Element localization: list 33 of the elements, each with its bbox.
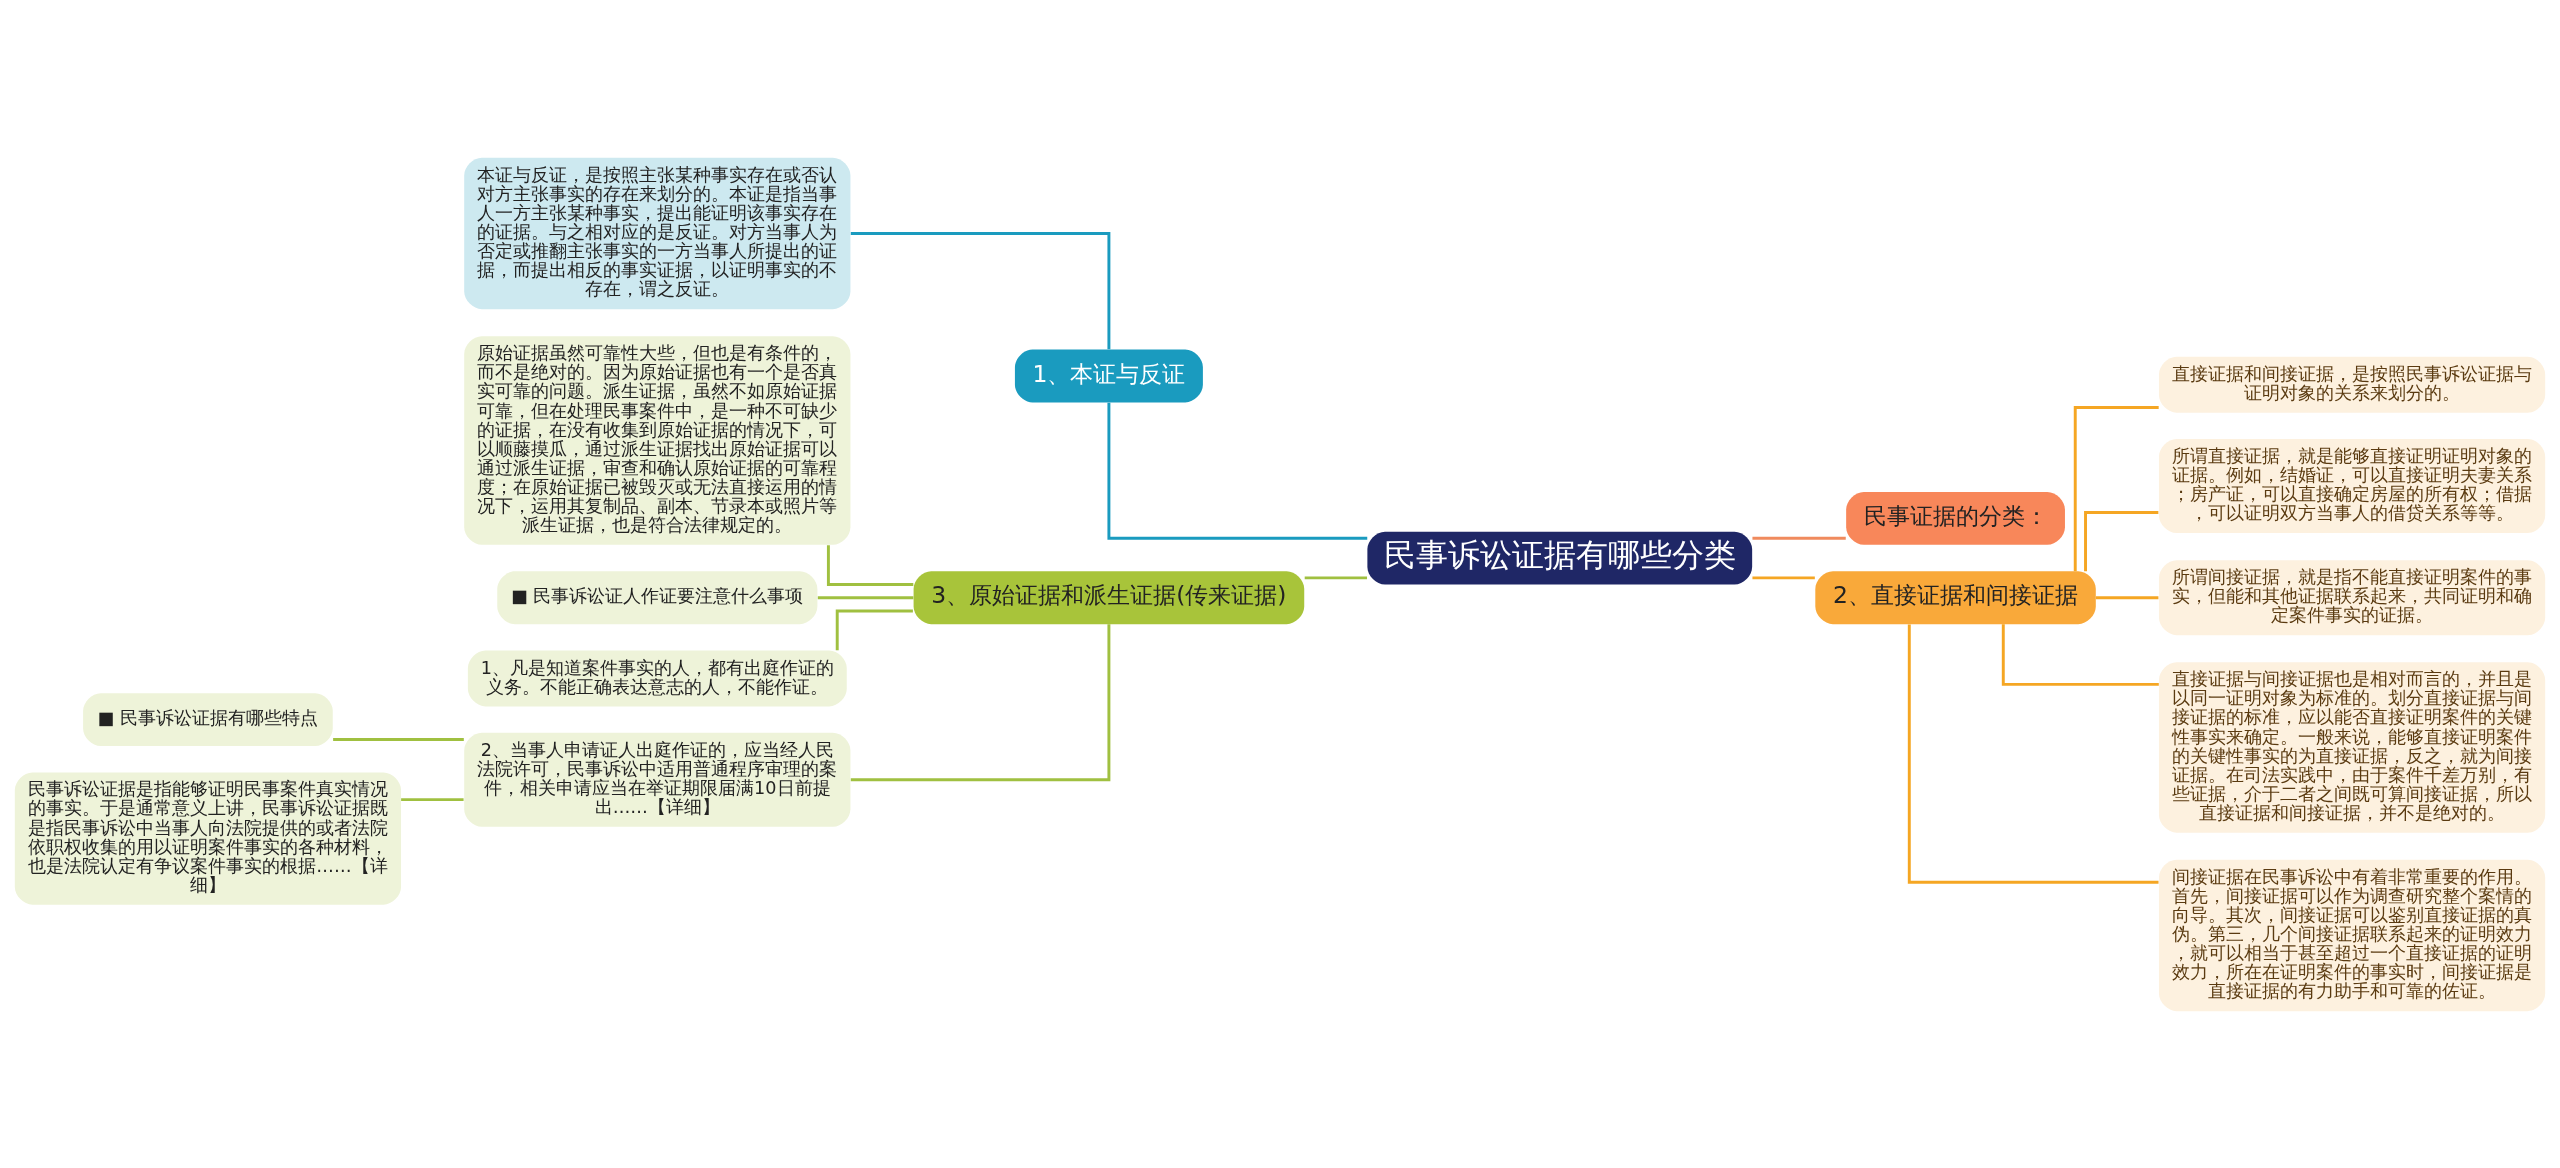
node-box: 2、当事人申请证人出庭作证的，应当经人民法院许可，民事诉讼中适用普通程序审理的案件，相关申请应当在举证期限届满10日前提出……【详细】	[464, 732, 851, 827]
connector	[2073, 405, 2159, 571]
connector	[850, 231, 1111, 349]
node-box: 间接证据在民事诉讼中有着非常重要的作用。首先，间接证据可以作为调查研究整个案情的向导。其次，间接证据可以鉴别直接证据的真伪。第三，几个间接证据联系起来的证明效力，就可以相当于甚至超过一个直接证据的证明效力，所在在证明案件的事实时，间接证据是直接证据的有力助手和可靠的佐证。	[2158, 859, 2546, 1011]
connector	[826, 544, 914, 586]
node-box: 民事诉讼证据有哪些分类	[1367, 531, 1753, 584]
connector	[1752, 536, 1846, 540]
node-box: 直接证据与间接证据也是相对而言的，并且是以同一证明对象为标准的。划分直接证据与间接证据的标准，应以能否直接证明案件的关键性事实来确定。一般来说，能够直接证明案件的关键性事实的为直接证据，反之，就为间接证据。在司法实践中，由于案件千差万别，有些证据，介于二者之间既可算间接证据，所以直接证据和间接证据，并不是绝对的。	[2158, 661, 2546, 833]
node-box: 所谓间接证据，就是指不能直接证明案件的事实，但能和其他证据联系起来，共同证明和确定案件事实的证据。	[2158, 559, 2546, 635]
node-box: 1、本证与反证	[1014, 349, 1203, 402]
connector	[817, 595, 914, 599]
connector	[333, 737, 464, 741]
connector	[835, 608, 913, 650]
node-box: 民事诉讼证据是指能够证明民事案件真实情况的事实。于是通常意义上讲，民事诉讼证据既是指民事诉讼中当事人向法院提供的或者法院依职权收集的用以证明案件事实的各种材料，也是法院认定有争议案件事实的根据……【详细】	[14, 772, 402, 905]
connector	[1907, 624, 2159, 884]
node-box: ■ 民事诉讼证人作证要注意什么事项	[497, 570, 818, 624]
connector	[1752, 575, 1815, 579]
connector	[2084, 510, 2159, 571]
node-box: ■ 民事诉讼证据有哪些特点	[83, 692, 333, 746]
connector	[850, 623, 1111, 781]
node-box: 本证与反证，是按照主张某种事实存在或否认对方主张事实的存在来划分的。本证是指当事人一方主张某种事实，提出能证明该事实存在的证据。与之相对应的是反证。对方当事人为否定或推翻主张事实的一方当事人所提出的证据，而提出相反的事实证据，以证明事实的不存在，谓之反证。	[464, 157, 851, 309]
node-box: 原始证据虽然可靠性大些，但也是有条件的，而不是绝对的。因为原始证据也有一个是否真实可靠的问题。派生证据，虽然不如原始证据可靠，但在处理民事案件中，是一种不可缺少的证据，在没有收集到原始证据的情况下，可以顺藤摸瓜，通过派生证据找出原始证据可以通过派生证据，审查和确认原始证据的可靠程度；在原始证据已被毁灭或无法直接运用的情况下，运用其复制品、副本、节录本或照片等派生证据，也是符合法律规定的。	[464, 335, 851, 545]
node-box: 3、原始证据和派生证据(传来证据)	[913, 570, 1305, 624]
node-box: 所谓直接证据，就是能够直接证明证明对象的证据。例如，结婚证，可以直接证明夫妻关系；房产证，可以直接确定房屋的所有权；借据，可以证明双方当事人的借贷关系等等。	[2158, 438, 2546, 533]
node-box: 直接证据和间接证据，是按照民事诉讼证据与证明对象的关系来划分的。	[2158, 356, 2546, 413]
node-box: 民事证据的分类：	[1846, 491, 2065, 545]
connector	[1107, 402, 1368, 540]
connector	[401, 797, 464, 801]
connector	[2095, 595, 2159, 599]
connector	[2001, 623, 2159, 686]
node-box: 1、凡是知道案件事实的人，都有出庭作证的义务。不能正确表达意志的人，不能作证。	[467, 650, 847, 706]
connector	[1304, 575, 1368, 579]
node-box: 2、直接证据和间接证据	[1815, 570, 2096, 624]
